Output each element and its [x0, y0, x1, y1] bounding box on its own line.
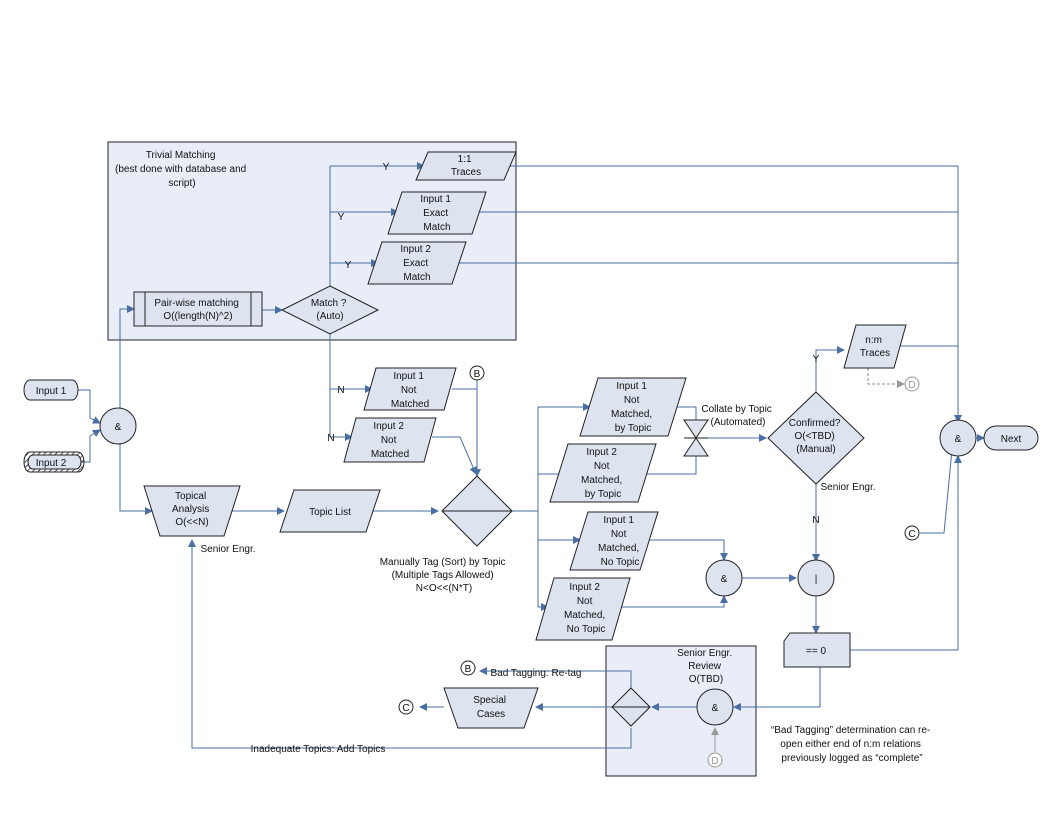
inadequate-topics-label: Inadequate Topics: Add Topics [251, 744, 386, 755]
svg-text:Input 1 Exact Match: Input 1 Exact Match [420, 194, 453, 233]
input1-not-matched-data [363, 367, 457, 411]
confirmed-senior-engr-label: Senior Engr. [820, 482, 875, 493]
or-gate [797, 559, 835, 597]
senior-review-title: Senior Engr. Review O(TBD) [677, 648, 735, 685]
svg-text:&: & [712, 703, 719, 714]
svg-text:== 0: == 0 [806, 646, 826, 657]
input1-exact-match-data [387, 191, 487, 235]
equals-zero-check [783, 632, 851, 668]
svg-text:Input 2 Not Matched,: Input 2 Not Matched, No Topic [564, 582, 608, 635]
input1-by-topic-data [579, 377, 687, 437]
manual-tag-label: Manually Tag (Sort) by Topic (Multiple T… [380, 557, 509, 594]
svg-text:&: & [955, 434, 962, 445]
svg-text:1:1 Traces: 1:1 Traces [451, 154, 481, 178]
input2-label: Input 2 [36, 458, 67, 469]
svg-text:Topical Analysis O(<<N: Topical Analysis O(<<N) [172, 491, 212, 528]
next-terminal [983, 425, 1039, 451]
svg-text:D: D [711, 756, 718, 767]
svg-text:|: | [815, 574, 818, 585]
and-gate-no-topic [705, 559, 743, 597]
connector-c-left [398, 699, 414, 715]
input2-exact-match-data [367, 241, 467, 285]
svg-text:Input 2 Not Matched,: Input 2 Not Matched, by Topic [581, 447, 625, 500]
pairwise-matching-process [133, 291, 263, 327]
svg-text:D: D [908, 380, 915, 391]
input1-terminal [23, 379, 79, 401]
nm-traces-data [843, 324, 907, 369]
input1-label: Input 1 [36, 386, 67, 397]
svg-text:Input 1 Not Matched: Input 1 Not Matched [391, 371, 429, 410]
flow-lines [72, 162, 985, 752]
yes-label-input1: Y [338, 212, 345, 223]
connector-b-top [469, 365, 485, 381]
topic-list-data [279, 489, 381, 533]
connector-d-right [904, 376, 920, 392]
match-auto-decision [280, 285, 380, 335]
yes-label-input2: Y [345, 260, 352, 271]
topical-senior-engr-label: Senior Engr. [200, 544, 255, 555]
next-label: Next [1001, 434, 1022, 445]
connector-b-bottom [460, 660, 476, 676]
yes-label-traces: Y [383, 162, 390, 173]
svg-text:Topic List: Topic List [309, 507, 351, 518]
svg-text:Input 2 Exact Match: Input 2 Exact Match [400, 244, 433, 283]
svg-text:Input 2 Not Matched: Input 2 Not Matched [371, 421, 409, 460]
confirmed-manual-decision [767, 391, 865, 485]
svg-text:C: C [908, 529, 915, 540]
topical-analysis-operation [143, 485, 241, 537]
bad-tagging-label: Bad Tagging: Re-tag [491, 668, 582, 679]
input2-not-matched-data [343, 417, 437, 463]
svg-text:&: & [721, 574, 728, 585]
input1-no-topic-data [569, 511, 659, 571]
match-auto-label: Match ? (Auto) [311, 298, 349, 322]
collate-by-topic-label: Collate by Topic (Automated) [701, 404, 774, 428]
connector-d-bottom [707, 752, 723, 768]
no-label-confirmed: N [812, 515, 819, 526]
and-gate-review [696, 688, 734, 726]
and-gate-next [939, 419, 977, 457]
svg-text:Confirmed? O(<TBD) (Ma: Confirmed? O(<TBD) (Manual) [789, 418, 843, 455]
svg-text:n:m Traces: n:m Traces [860, 335, 890, 359]
bad-tagging-note: “Bad Tagging” determination can re- open… [771, 725, 933, 764]
input2-no-topic-data [535, 577, 631, 641]
connector-c-right [904, 525, 920, 541]
svg-text:B: B [465, 664, 472, 675]
traces-1-1-data [415, 151, 517, 181]
input2-by-topic-data [549, 443, 657, 503]
and-gate-inputs [99, 407, 137, 445]
trivial-matching-title: Trivial Matching (best done with databas… [115, 150, 249, 189]
special-cases-operation [443, 687, 539, 729]
svg-text:Input 1 Not Matched,: Input 1 Not Matched, by Topic [611, 381, 655, 434]
no-label-input2: N [327, 433, 334, 444]
no-label-input1: N [337, 385, 344, 396]
pairwise-matching-label: Pair-wise matching O((length(N)^2) [154, 298, 241, 322]
svg-text:&: & [115, 422, 122, 433]
svg-text:Special Cases: Special Cases [473, 695, 509, 720]
svg-text:Input 1 Not Matched,: Input 1 Not Matched, No Topic [598, 515, 642, 568]
svg-text:B: B [474, 369, 481, 380]
svg-text:C: C [402, 703, 409, 714]
yes-label-confirmed: Y [813, 354, 820, 365]
